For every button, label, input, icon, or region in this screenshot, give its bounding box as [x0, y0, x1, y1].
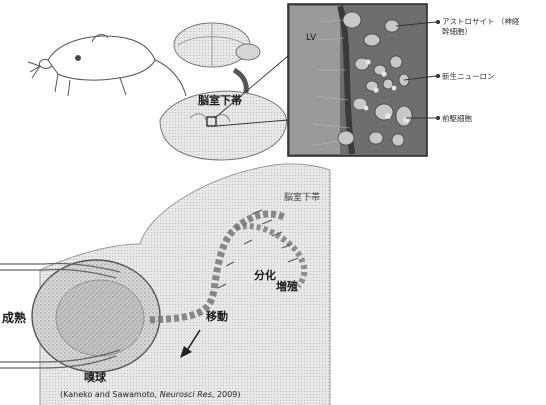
olfactory-bulb-label: 嗅球 — [84, 370, 107, 384]
mouse-illustration — [28, 35, 186, 96]
svz-top-label: 脳室下帯 — [198, 93, 242, 107]
astro-label-2: 幹細胞） — [442, 26, 472, 36]
brain-illustration — [174, 23, 260, 67]
lv-label: LV — [306, 33, 317, 43]
caption-authors: (Kaneko and Sawamoto, — [60, 390, 160, 399]
maturation-label: 成熟 — [2, 310, 26, 325]
proliferation-label: 増殖 — [276, 279, 298, 293]
svz-bottom-label: 脳室下帯 — [284, 191, 320, 203]
migration-label: 移動 — [206, 309, 228, 323]
caption-year: , 2009) — [212, 390, 241, 399]
neuron-label: 新生ニューロン — [442, 71, 495, 81]
astro-label: アストロサイト （神経 — [442, 16, 520, 26]
progenitor-label: 前駆細胞 — [442, 113, 472, 123]
caption-journal: Neurosci Res — [160, 390, 212, 399]
differentiation-label: 分化 — [254, 268, 276, 282]
coronal-section — [160, 56, 288, 160]
citation-caption: (Kaneko and Sawamoto, Neurosci Res, 2009… — [60, 390, 240, 399]
